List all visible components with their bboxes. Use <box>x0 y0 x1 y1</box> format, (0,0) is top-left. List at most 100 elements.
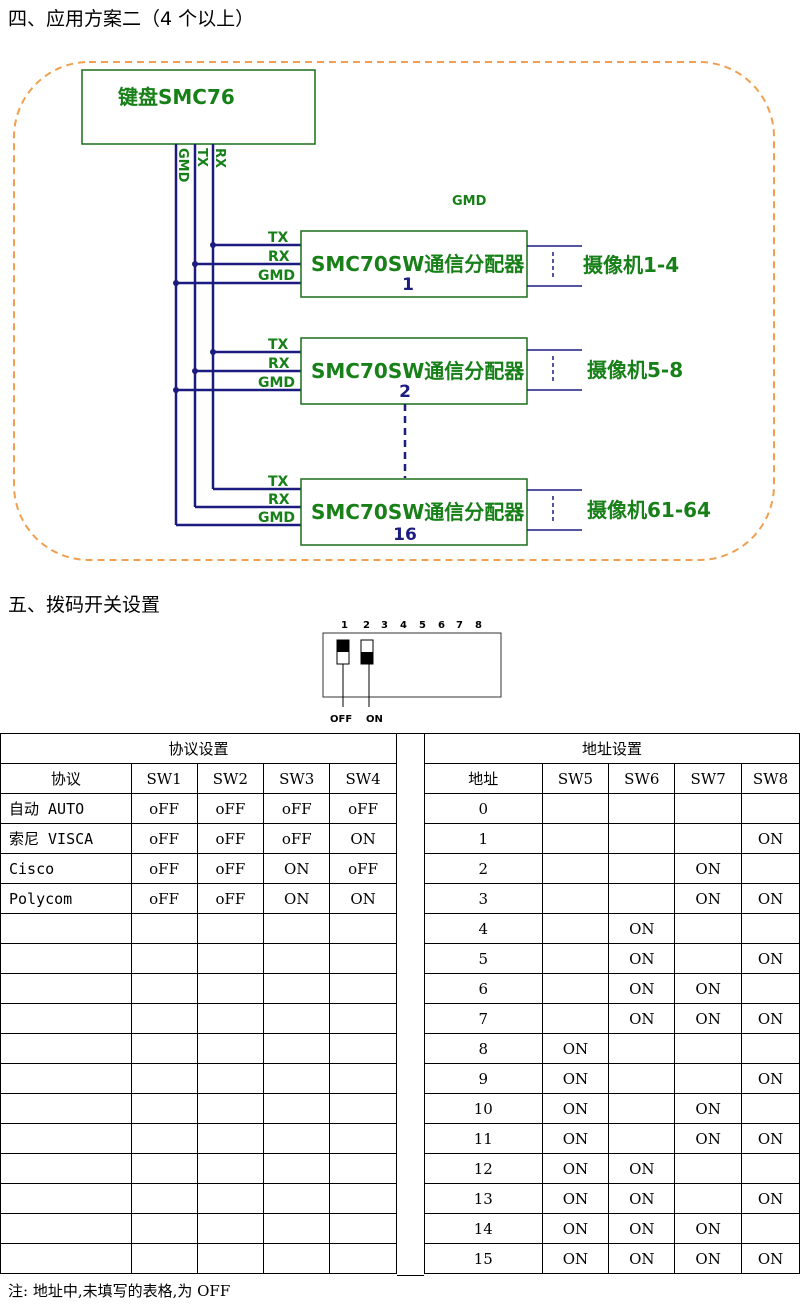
address-cell: ON <box>741 1003 800 1034</box>
bus-label-tx: TX <box>194 148 209 167</box>
protocol-cell <box>329 913 397 944</box>
protocol-cell <box>329 1243 397 1274</box>
protocol-cell <box>329 1213 397 1244</box>
protocol-header-cell: SW1 <box>130 763 198 794</box>
keyboard-label: 键盘SMC76 <box>118 85 235 109</box>
port-rx-1: RX <box>268 249 290 265</box>
distributor-label-2: SMC70SW通信分配器 <box>311 359 525 383</box>
address-header-cell: SW8 <box>741 763 800 794</box>
address-cell: 14 <box>424 1213 543 1244</box>
address-cell: ON <box>674 1213 743 1244</box>
address-cell <box>541 913 610 944</box>
table-row <box>0 1243 397 1274</box>
protocol-header-cell: SW2 <box>196 763 265 794</box>
address-cell: ON <box>741 1063 800 1094</box>
protocol-cell: oFF <box>329 853 397 884</box>
table-row: 0 <box>424 793 800 824</box>
port-gmd-1: GMD <box>258 268 295 284</box>
table-row <box>0 1183 397 1214</box>
protocol-cell <box>0 1033 132 1064</box>
protocol-cell <box>329 973 397 1004</box>
wiring-diagram: 键盘SMC76 GMD TX RX GMD TX RX GMD SMC70SW通… <box>13 61 775 561</box>
protocol-cell: 索尼 VISCA <box>0 823 132 854</box>
protocol-cell: oFF <box>263 793 331 824</box>
dip-on-label: ON <box>366 714 383 725</box>
protocol-header-cell: SW3 <box>263 763 331 794</box>
address-cell: ON <box>741 1183 800 1214</box>
distributor-number-1: 1 <box>402 275 414 295</box>
protocol-cell <box>329 1093 397 1124</box>
protocol-cell: oFF <box>196 853 265 884</box>
address-cell <box>674 943 743 974</box>
address-cell: ON <box>608 1153 676 1184</box>
address-cell <box>674 1153 743 1184</box>
address-cell <box>608 793 676 824</box>
distributor-label-1: SMC70SW通信分配器 <box>311 252 525 276</box>
address-cell: ON <box>674 1003 743 1034</box>
address-cell <box>608 1063 676 1094</box>
protocol-cell: oFF <box>130 883 198 914</box>
address-cell: ON <box>541 1243 610 1274</box>
address-cell <box>674 823 743 854</box>
address-header-cell: SW7 <box>674 763 743 794</box>
dip-number-8: 8 <box>475 620 482 631</box>
port-rx-2: RX <box>268 356 290 372</box>
address-cell: ON <box>674 973 743 1004</box>
protocol-cell <box>196 1003 265 1034</box>
camera-label-1: 摄像机1-4 <box>583 253 679 277</box>
address-cell <box>741 853 800 884</box>
dip-number-4: 4 <box>400 620 407 631</box>
protocol-cell <box>0 1093 132 1124</box>
address-cell: 5 <box>424 943 543 974</box>
protocol-cell <box>130 943 198 974</box>
address-cell <box>741 913 800 944</box>
protocol-cell <box>130 1243 198 1274</box>
address-cell <box>741 1033 800 1064</box>
address-cell <box>741 793 800 824</box>
address-cell: ON <box>608 1003 676 1034</box>
protocol-cell <box>130 1153 198 1184</box>
address-cell: 2 <box>424 853 543 884</box>
protocol-cell <box>130 913 198 944</box>
protocol-cell <box>196 1063 265 1094</box>
address-cell: 8 <box>424 1033 543 1064</box>
diagram-dashed-border <box>13 61 775 561</box>
address-cell: 15 <box>424 1243 543 1274</box>
address-header-cell: 地址 <box>424 763 543 794</box>
address-cell: ON <box>541 1033 610 1064</box>
table-row <box>0 1153 397 1184</box>
address-cell: ON <box>674 883 743 914</box>
address-cell <box>541 823 610 854</box>
table-row <box>0 1063 397 1094</box>
address-cell <box>674 793 743 824</box>
protocol-cell: oFF <box>130 793 198 824</box>
protocol-cell <box>263 943 331 974</box>
protocol-cell <box>0 1213 132 1244</box>
address-cell: ON <box>608 1213 676 1244</box>
address-cell: ON <box>541 1183 610 1214</box>
protocol-cell <box>263 1183 331 1214</box>
address-cell <box>541 853 610 884</box>
protocol-table-title: 协议设置 <box>0 733 397 764</box>
address-cell: ON <box>741 883 800 914</box>
address-cell: ON <box>608 1243 676 1274</box>
port-rx-3: RX <box>268 492 290 508</box>
address-cell <box>741 1213 800 1244</box>
dip-number-1: 1 <box>341 620 348 631</box>
protocol-cell <box>263 973 331 1004</box>
protocol-cell: oFF <box>130 823 198 854</box>
protocol-cell <box>130 1033 198 1064</box>
protocol-cell: oFF <box>130 853 198 884</box>
protocol-cell <box>329 1063 397 1094</box>
protocol-cell: oFF <box>196 883 265 914</box>
